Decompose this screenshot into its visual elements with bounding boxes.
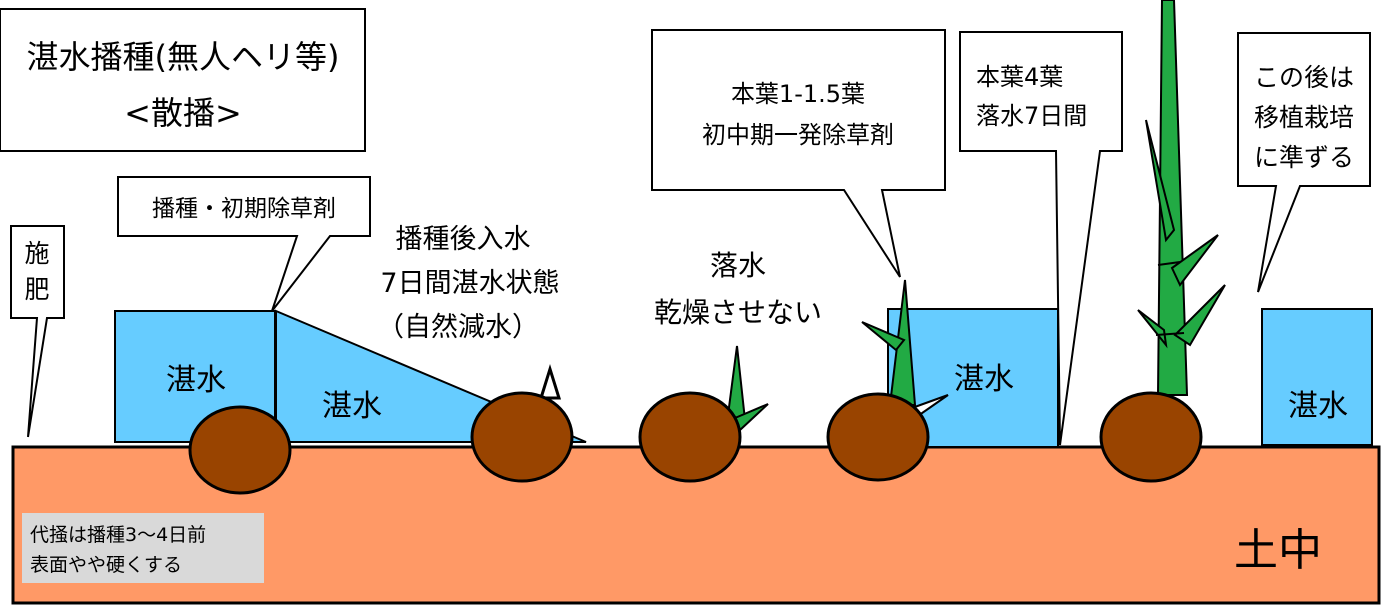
- tall-plant-leaf-1: [1145, 119, 1176, 243]
- title-box: [0, 8, 366, 152]
- title-line-2: <散播>: [124, 94, 242, 132]
- title-line-1: 湛水播種(無人ヘリ等): [27, 38, 340, 76]
- fertilizer-label-1: 施: [24, 239, 49, 268]
- tall-plant-node-1: [1157, 261, 1181, 266]
- tall-plant-node-2: [1155, 332, 1185, 336]
- seed-5: [1099, 391, 1203, 483]
- after-seeding-line-3: （自然減水）: [377, 312, 539, 343]
- flood-label-2: 湛水: [322, 389, 382, 424]
- after-seeding-line-1: 播種後入水: [396, 224, 531, 255]
- seed-3: [638, 391, 742, 483]
- flood-label-3: 湛水: [954, 362, 1014, 397]
- soil-note-line-2: 表面やや硬くする: [30, 554, 182, 576]
- seed-4: [826, 392, 930, 482]
- fertilizer-label-2: 肥: [24, 275, 49, 304]
- seeding-herbicide-callout: [117, 176, 371, 312]
- true-leaf-4-line-2: 落水7日間: [976, 102, 1087, 130]
- after-this-line-1: この後は: [1254, 63, 1354, 92]
- after-this-callout: [1237, 32, 1371, 293]
- flood-label-1: 湛水: [166, 363, 226, 398]
- true-leaf-1-line-2: 初中期一発除草剤: [702, 121, 894, 149]
- after-this-line-2: 移植栽培: [1254, 103, 1354, 132]
- flood-label-4: 湛水: [1288, 389, 1348, 424]
- soil-label: 土中: [1234, 525, 1322, 576]
- tall-plant-leaf-3: [1137, 309, 1168, 349]
- seeding-herbicide-label: 播種・初期除草剤: [152, 196, 336, 222]
- soil-note-box: [22, 513, 264, 583]
- after-this-line-3: に準ずる: [1254, 143, 1354, 172]
- young-plant-side-leaf: [861, 321, 906, 352]
- tall-plant-leaf-2: [1170, 234, 1219, 287]
- drain-line-1: 落水: [710, 249, 766, 282]
- flood-water-4: [1261, 308, 1373, 446]
- true-leaf-4-line-1: 本葉4葉: [976, 63, 1063, 91]
- seed-2: [470, 391, 574, 483]
- true-leaf-1-line-1: 本葉1-1.5葉: [731, 80, 865, 108]
- tall-plant-stem: [1156, 0, 1189, 396]
- tall-plant-leaf-4: [1173, 284, 1226, 347]
- sprout-tip: [538, 363, 562, 400]
- after-seeding-line-2: 7日間湛水状態: [380, 268, 559, 299]
- fertilizer-callout: [10, 225, 65, 438]
- true-leaf-1-callout: [651, 29, 946, 278]
- soil-note-line-1: 代掻は播種3～4日前: [30, 524, 206, 546]
- true-leaf-4-callout: [959, 31, 1123, 446]
- drain-line-2: 乾燥させない: [654, 296, 822, 329]
- seed-1: [188, 405, 292, 495]
